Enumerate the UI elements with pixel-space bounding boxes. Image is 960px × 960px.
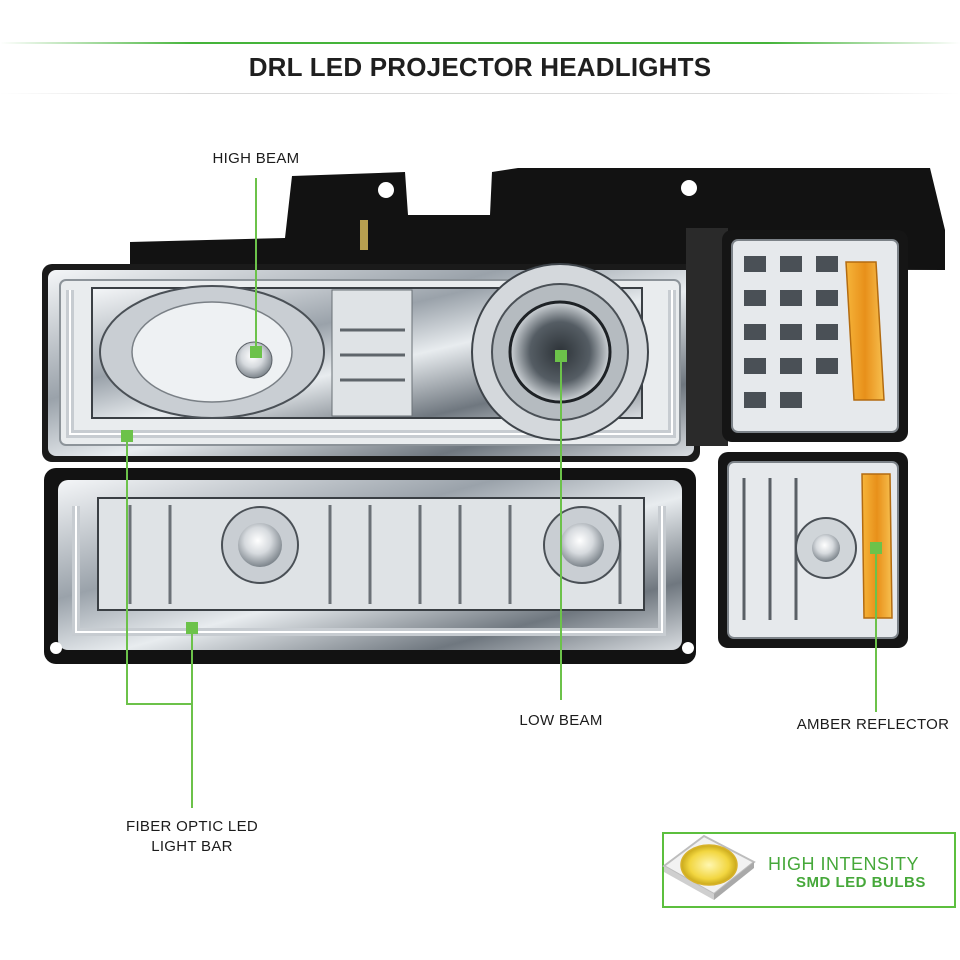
page-title: DRL LED PROJECTOR HEADLIGHTS <box>248 52 712 82</box>
callout-lines <box>126 178 877 808</box>
header-top-rule <box>0 42 960 44</box>
amber-reflector-label: AMBER REFLECTOR <box>796 716 950 733</box>
badge-line2: SMD LED BULBS <box>796 874 926 891</box>
led-bulb-badge: HIGH INTENSITY SMD LED BULBS <box>662 832 956 908</box>
fiber-optic-label-line2: LIGHT BAR <box>151 838 233 855</box>
low-beam-marker <box>555 350 567 362</box>
fiber-optic-label: FIBER OPTIC LED LIGHT BAR <box>112 817 272 857</box>
low-beam-label: LOW BEAM <box>519 712 603 729</box>
high-beam-label: HIGH BEAM <box>212 150 300 167</box>
header-bottom-rule <box>0 93 960 94</box>
fiber-optic-leader-a <box>126 436 192 705</box>
upper-corner-lamp <box>686 228 908 446</box>
lower-corner-lamp <box>718 452 908 648</box>
high-beam-marker <box>250 346 262 358</box>
badge-line1: HIGH INTENSITY <box>768 854 920 874</box>
amber-reflector-marker <box>870 542 882 554</box>
upper-headlight <box>42 263 700 462</box>
fiber-optic-label-line1: FIBER OPTIC LED <box>125 818 259 835</box>
lower-lamp <box>44 468 696 664</box>
callout-markers <box>121 346 882 634</box>
fiber-upper-marker <box>121 430 133 442</box>
fiber-lower-marker <box>186 622 198 634</box>
smd-led-chip-icon <box>662 834 756 900</box>
